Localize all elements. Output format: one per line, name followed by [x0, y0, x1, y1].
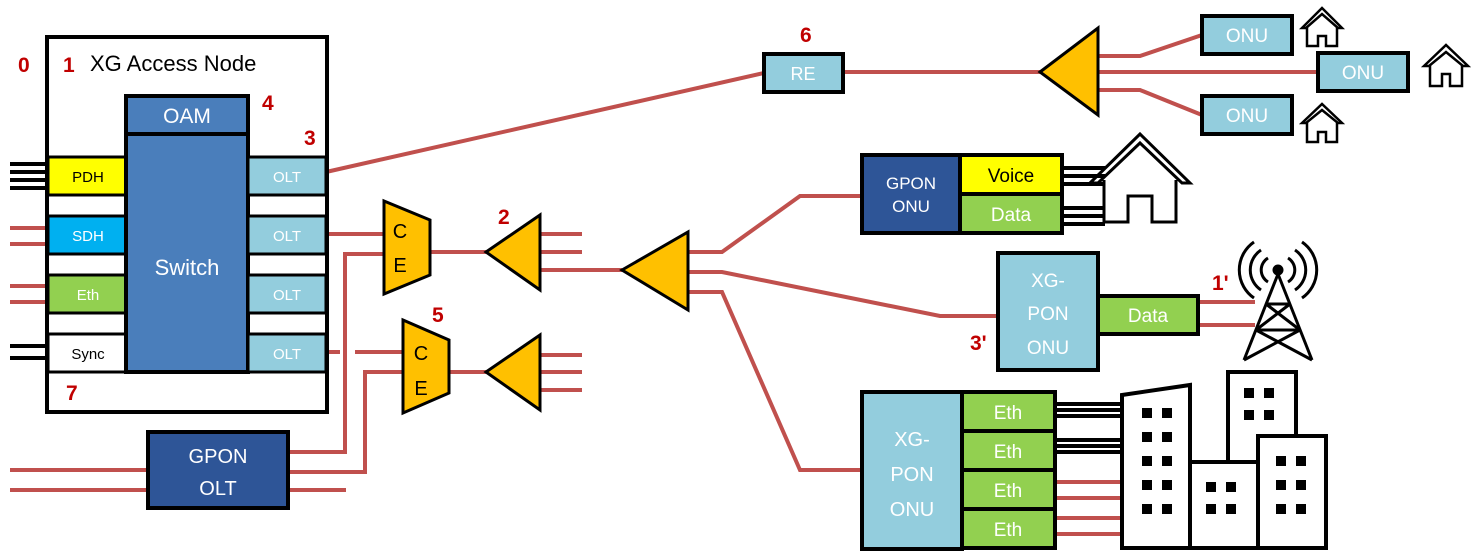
xgpon-mid-data-port [1096, 294, 1200, 336]
gpon-onu-label-1: GPON [886, 174, 936, 193]
switch-label: Switch [155, 255, 220, 280]
xgpon-mid-label-3: ONU [1027, 338, 1069, 359]
fiber-links [10, 33, 1318, 536]
data-port [958, 192, 1064, 235]
marker-1-prime: 1' [1212, 272, 1229, 295]
onu-top-1-label: ONU [1226, 26, 1268, 47]
gpon-onu-label-2: ONU [892, 197, 930, 216]
access-node-title: XG Access Node [90, 51, 256, 76]
gpon-olt: GPON OLT [146, 430, 290, 510]
olt-label-4: OLT [273, 346, 301, 363]
house-icon [1086, 131, 1194, 224]
ce-unit-1: C E [382, 198, 432, 297]
olt-port-4 [246, 332, 328, 374]
xgpon-onu-mid: XG- PON ONU Data [996, 251, 1200, 372]
marker-3: 3 [304, 127, 316, 150]
eth-interface [46, 273, 130, 315]
sync-interface [46, 332, 130, 374]
splitter-4 [483, 332, 542, 413]
marker-2: 2 [498, 206, 510, 229]
olt-port-1 [246, 155, 328, 197]
onu-top-2: ONU [1316, 51, 1410, 93]
ce-unit-2: C E [401, 317, 451, 416]
antenna-tower-icon [1237, 240, 1319, 362]
office-buildings-icon [1120, 370, 1328, 550]
eth-port-4 [960, 507, 1057, 550]
gpon-olt-label-2: OLT [199, 478, 236, 500]
oam-block [124, 94, 250, 136]
marker-3-prime: 3' [970, 332, 987, 355]
ce2-c: C [414, 343, 428, 365]
house-icon [1298, 6, 1346, 48]
olt-label-2: OLT [273, 228, 301, 245]
copper-links [10, 162, 1122, 454]
ce2-e: E [414, 378, 427, 400]
house-icon [1420, 43, 1472, 88]
olt-label-1: OLT [273, 169, 301, 186]
splitter-2 [483, 212, 542, 293]
xgpon-bottom-label-3: ONU [890, 499, 934, 521]
reference-markers: 0 1 2 3 4 5 6 7 1' 3' [18, 24, 1229, 405]
pdh-label: PDH [72, 169, 104, 186]
gpon-olt-label-1: GPON [189, 446, 248, 468]
marker-6: 6 [800, 24, 812, 47]
re-label: RE [790, 64, 815, 84]
gpon-onu: GPON ONU Voice Data [860, 153, 1064, 235]
oam-label: OAM [163, 105, 211, 128]
eth-port-2-label: Eth [994, 442, 1023, 463]
olt-label-3: OLT [273, 287, 301, 304]
xgpon-mid-label-1: XG- [1031, 271, 1065, 292]
marker-4: 4 [262, 92, 274, 115]
eth-port-4-label: Eth [994, 520, 1023, 541]
xgpon-mid-data-label: Data [1128, 306, 1169, 327]
onu-top-3-label: ONU [1226, 106, 1268, 127]
eth-port-3 [960, 468, 1057, 511]
marker-1: 1 [63, 54, 75, 77]
eth-port-3-label: Eth [994, 481, 1023, 502]
onu-top-3: ONU [1200, 94, 1294, 136]
eth-port-2 [960, 429, 1057, 472]
olt-port-2 [246, 214, 328, 256]
xgpon-bottom-label-2: PON [890, 464, 933, 486]
olt-port-3 [246, 273, 328, 315]
marker-7: 7 [66, 382, 78, 405]
sdh-label: SDH [72, 228, 104, 245]
ce1-e: E [393, 255, 406, 277]
switch-block [124, 94, 250, 374]
eth-port-1-label: Eth [994, 403, 1023, 424]
onu-top-2-label: ONU [1342, 63, 1384, 84]
xgpon-bottom-label-1: XG- [894, 429, 930, 451]
splitter-top [1037, 24, 1100, 118]
xgpon-onu-bottom: XG- PON ONU Eth Eth Eth Eth [860, 390, 1057, 551]
marker-0: 0 [18, 54, 30, 77]
re-box: RE [762, 52, 845, 94]
voice-port-label: Voice [988, 166, 1034, 187]
xg-access-node: XG Access Node PDH SDH Eth Sync OAM Swit… [45, 35, 329, 414]
house-icon [1298, 102, 1346, 144]
data-port-label: Data [991, 205, 1032, 226]
splitter-3 [619, 229, 690, 313]
sync-label: Sync [71, 346, 105, 363]
ce1-c: C [393, 221, 407, 243]
eth-label: Eth [77, 287, 100, 304]
xgpon-mid-label-2: PON [1027, 304, 1068, 325]
marker-5: 5 [432, 304, 444, 327]
onu-top-1: ONU [1200, 14, 1294, 56]
